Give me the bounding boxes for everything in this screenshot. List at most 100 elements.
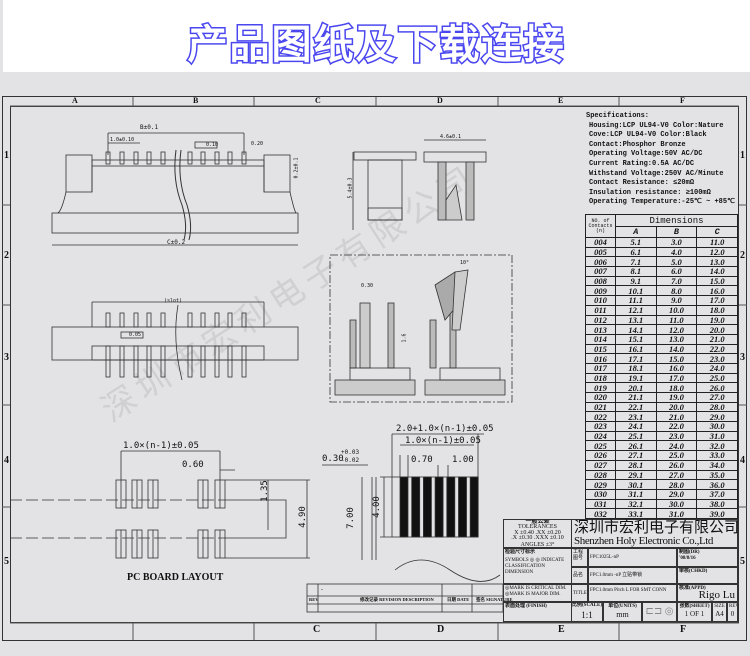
tolerances-cell: 一般公差 TOLERANCES X ±0.40 .XX ±0.20 .X ±0.… [503,519,572,548]
dim-pcb-pad-w: 0.60 [182,460,204,470]
contacts-cell: 020 [585,392,616,403]
dim-a-cell: 16.1 [615,343,657,355]
spec-line: Current Rating:0.5A AC/DC [589,159,695,168]
row-label: 3 [740,352,745,363]
dim-c-cell: 33.0 [696,450,738,461]
row-label: 4 [740,455,745,466]
dim-c-cell: 24.0 [696,362,738,374]
dim-a-cell: 25.1 [615,430,657,442]
contacts-cell: 017 [585,362,616,374]
dim-a-cell: 30.1 [615,479,657,490]
contacts-cell: 022 [585,411,616,423]
dim-b-cell: 6.0 [655,266,698,277]
dim-a-cell: 15.1 [615,333,657,345]
spec-line: Contact:Phosphor Bronze [589,140,686,149]
dim-c-cell: 27.0 [696,392,738,403]
units-cell: 单位(UNITS)mm [603,602,642,622]
dim-b-cell: 25.0 [655,450,698,461]
dim-b-cell: 11.0 [655,314,698,326]
title-label: TITLE [571,584,588,602]
dim-fpc-len4: 4.00 [371,496,382,518]
check-line-1: SYMBOLS ◎ ◎ INDICATE [505,558,565,563]
dim-c-cell: 23.0 [696,353,738,364]
dim-c-cell: 29.0 [696,411,738,423]
revision-date-label: 日期 DATE [447,597,470,602]
dim-b-cell: 26.0 [655,459,698,471]
bottom-column-label: C [313,624,321,635]
dim-b-cell: 23.0 [655,430,698,442]
dim-front-h: 0.2±0.1 [293,157,300,179]
row-label: 1 [4,150,9,161]
dim-b-cell: 20.0 [655,401,698,413]
dim-a-cell: 22.1 [615,401,657,413]
size-label: SIZE [714,604,725,609]
size-value: A4 [715,610,724,618]
dim-c: C±0.2 [167,239,186,246]
dim-c-cell: 22.0 [696,343,738,355]
finish-cell: 表面处理 (FINISH) [503,602,572,622]
bottom-column-label: F [680,624,687,635]
top-pin-lower [200,345,206,378]
row-label: 2 [4,250,9,261]
marks-cell: ◎MARK IS CRITICAL DIM. ◎MARK IS MAJOR DI… [503,584,572,602]
dwg-no-label: 工程图号 [571,548,588,567]
contacts-cell: 018 [585,372,616,384]
dim-c-cell: 36.0 [696,479,738,490]
dim-c-cell: 26.0 [696,382,738,393]
dim-b-cell: 30.0 [655,498,698,510]
projection-symbol-icon: ⊏⊐ ◎ [642,602,677,622]
dim-fpc-thick: 0.30 [322,454,344,464]
dim-c-cell: 21.0 [696,333,738,345]
scale-value: 1:1 [581,610,593,620]
top-pin-lower [105,345,111,378]
contacts-cell: 009 [585,285,616,297]
spec-line: Operating Voltage:50V AC/DC [589,150,703,159]
dim-fpc-t: 0.30 [361,283,374,289]
fpc-contact-bar [399,476,409,538]
dim-fpc-pitch: 1.0×(n-1)±0.05 [405,436,481,446]
dim-c-cell: 31.0 [696,430,738,442]
sheet-value: 1 OF 1 [684,610,705,618]
bottom-column-label: E [558,624,565,635]
dim-a-cell: 11.1 [615,295,657,306]
dim-a-cell: 26.1 [615,440,657,452]
dim-b-cell: 10.0 [655,304,698,316]
top-pin-upper [146,312,152,328]
top-pin-upper [105,312,111,328]
drawing-frame [2,96,747,641]
dim-c-cell: 15.0 [696,275,738,287]
dim-slot: (slot) [164,298,183,304]
dim-b-cell: 4.0 [655,246,698,258]
top-pin-upper [187,312,193,328]
dim-c-cell: 13.0 [696,256,738,268]
pcb-layout [10,450,310,559]
dim-b-cell: 5.0 [655,256,698,268]
fpc-contact-bar [422,476,432,538]
row-label: 5 [4,556,9,567]
banner-title[interactable]: 产品图纸及下载连接 [186,21,566,70]
dim-pcb-pitch: 1.0×(n-1)±0.05 [123,441,199,451]
dim-a-cell: 6.1 [615,246,657,258]
scale-cell: 比例(SCALE)1:1 [571,602,603,622]
company-en: Shenzhen Holy Electronic Co.,Ltd [574,535,714,547]
dim-front-pitch: 1.0±0.10 [110,137,135,143]
dim-c-cell: 34.0 [696,459,738,471]
dim-pcb-total: 4.90 [297,506,308,528]
bottom-column-label: D [437,624,445,635]
dim-top-flat: 0.05 [129,332,142,338]
contacts-cell: 029 [585,479,616,490]
dim-b-cell: 12.0 [655,324,698,335]
spec-line: Insulation resistance: ≥100mΩ [589,188,711,197]
appd-label: 核准(APPD) [679,586,706,591]
front-pin [187,151,193,165]
top-pin-lower [214,345,220,378]
row-label: 2 [740,250,745,261]
